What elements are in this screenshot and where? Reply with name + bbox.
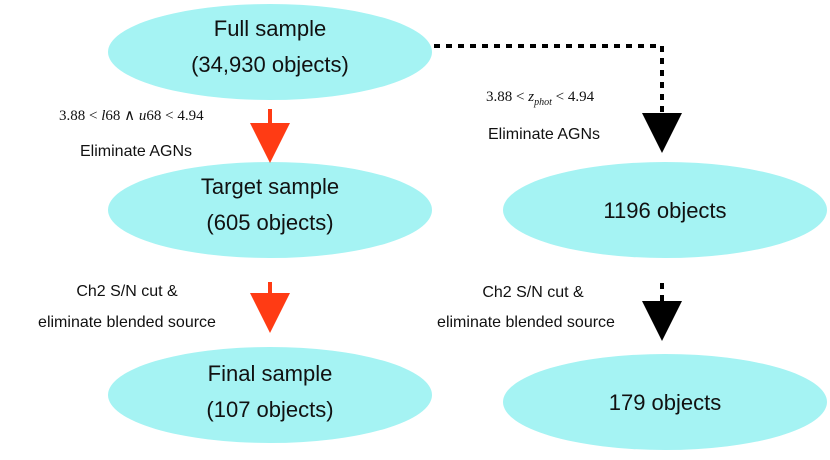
arrow-full-to-photz <box>434 44 682 153</box>
cut-label-left-line1: Ch2 S/N cut & <box>76 283 178 300</box>
node-photz-final-shape <box>503 354 827 450</box>
node-final-sample-shape <box>108 347 432 443</box>
node-photz-sample: 1196 objects <box>503 162 827 258</box>
node-photz-sample-shape <box>503 162 827 258</box>
criterion-label-left: 3.88 < l68 ∧ u68 < 4.94 <box>59 108 204 124</box>
node-final-sample-title: Final sample <box>208 361 333 386</box>
node-full-sample: Full sample (34,930 objects) <box>108 4 432 100</box>
node-target-sample-title: Target sample <box>201 174 339 199</box>
node-photz-final-count: 179 objects <box>609 390 722 415</box>
action-label-left-step1: Eliminate AGNs <box>80 143 192 160</box>
node-full-sample-count: (34,930 objects) <box>191 52 349 77</box>
cut-label-left-line2: eliminate blended source <box>38 314 216 331</box>
node-target-sample-shape <box>108 162 432 258</box>
action-label-right-step1: Eliminate AGNs <box>488 126 600 143</box>
node-target-sample-count: (605 objects) <box>206 210 333 235</box>
node-final-sample-count: (107 objects) <box>206 397 333 422</box>
node-full-sample-title: Full sample <box>214 16 326 41</box>
cut-label-right-line2: eliminate blended source <box>437 314 615 331</box>
node-full-sample-shape <box>108 4 432 100</box>
node-photz-sample-count: 1196 objects <box>603 198 726 223</box>
node-target-sample: Target sample (605 objects) <box>108 162 432 258</box>
node-photz-final: 179 objects <box>503 354 827 450</box>
criterion-label-right: 3.88 < zphot < 4.94 <box>486 89 595 108</box>
cut-label-right-line1: Ch2 S/N cut & <box>482 284 584 301</box>
node-final-sample: Final sample (107 objects) <box>108 347 432 443</box>
